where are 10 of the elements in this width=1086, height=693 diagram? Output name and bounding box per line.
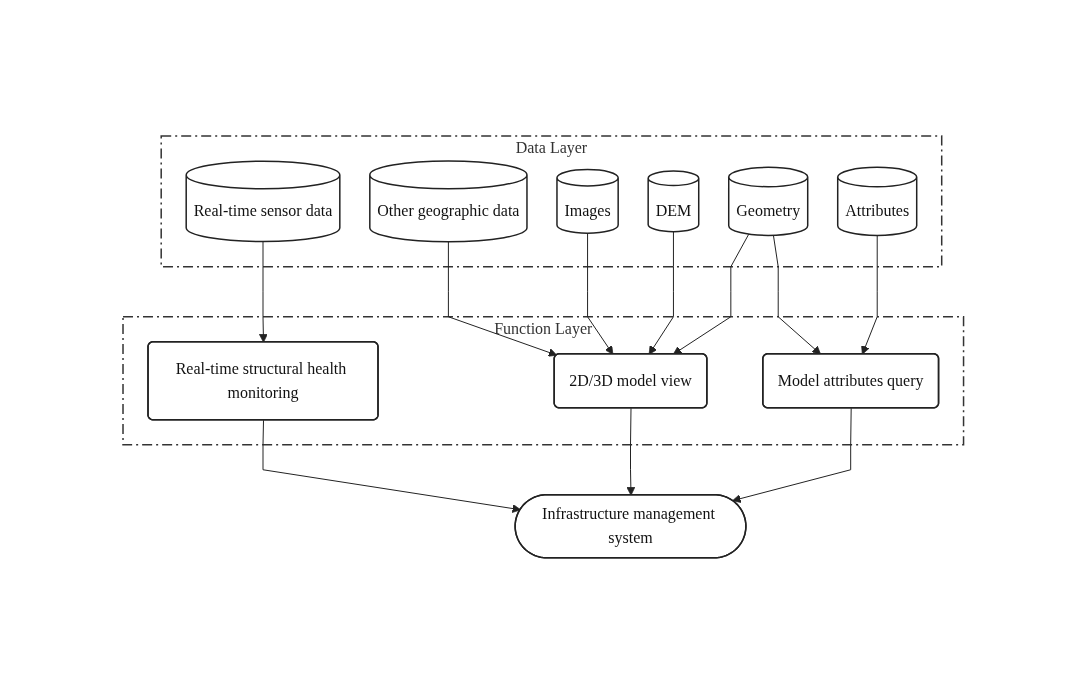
arrow xyxy=(258,240,268,343)
arrow xyxy=(626,407,635,496)
arrow xyxy=(447,240,557,357)
arrow xyxy=(262,419,521,513)
arrow xyxy=(772,234,821,355)
arrow xyxy=(586,232,613,355)
arrow xyxy=(860,234,878,355)
arrow xyxy=(672,233,749,355)
arrow xyxy=(648,230,674,355)
arrow xyxy=(731,407,852,503)
